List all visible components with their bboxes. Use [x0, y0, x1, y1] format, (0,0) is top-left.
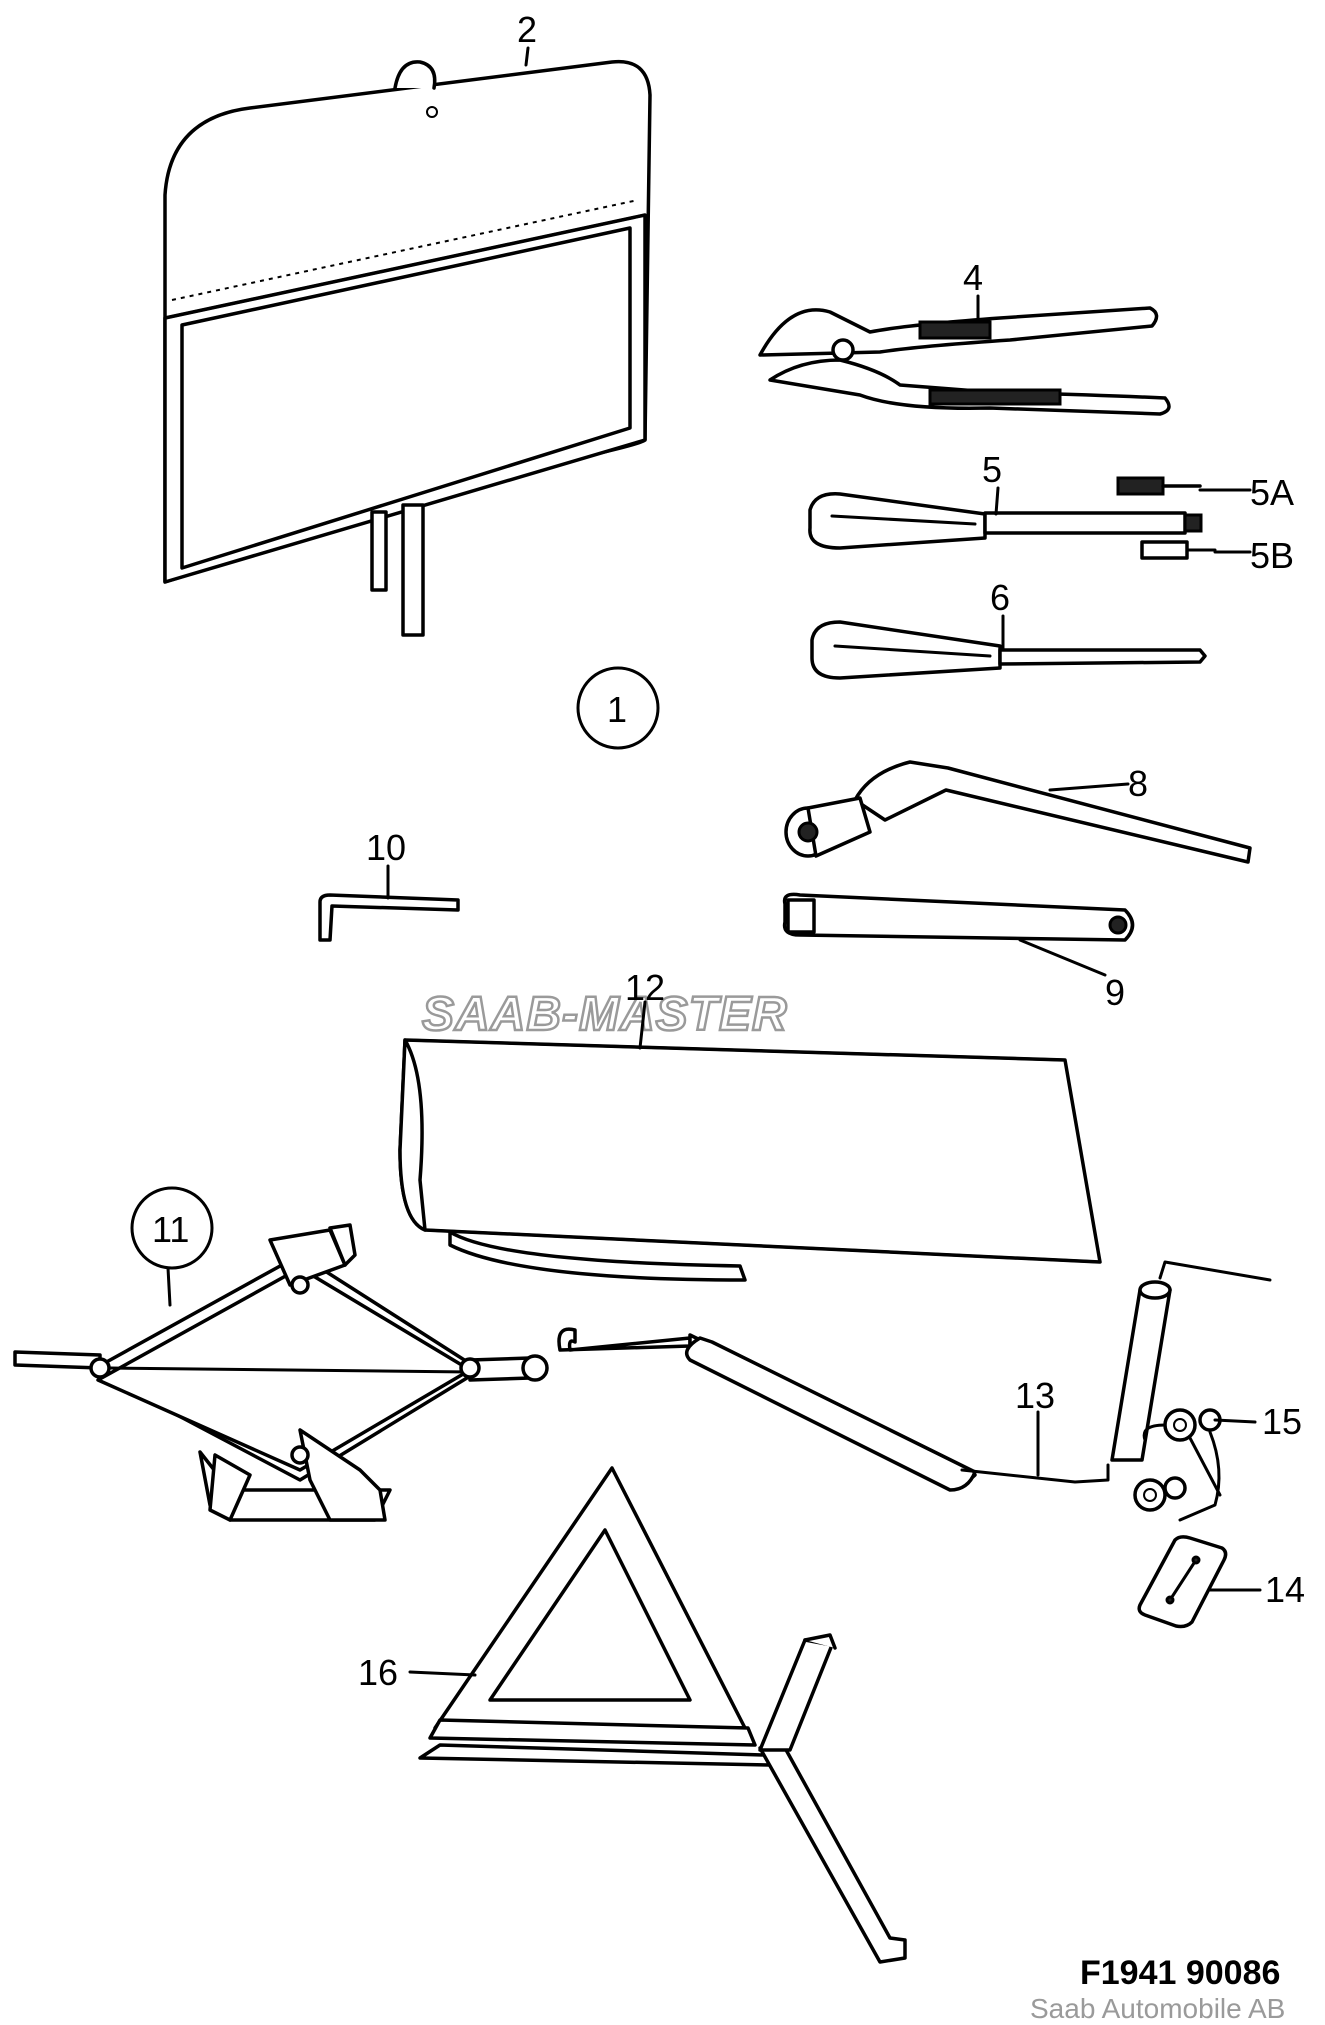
wheel-brace-9-part — [782, 892, 1135, 942]
leader-line-11 — [166, 1266, 172, 1307]
jack-handle-part — [557, 1260, 1272, 1492]
label-6: 6 — [990, 577, 1010, 618]
hex-key-part — [318, 893, 460, 942]
jack-circle — [130, 1186, 214, 1270]
label-4: 4 — [963, 257, 983, 298]
leader-line-9 — [1018, 938, 1107, 977]
leader-line-15 — [1213, 1418, 1257, 1424]
watermark: SAAB-MASTER — [422, 988, 788, 1041]
fastener-15-part — [1133, 1408, 1222, 1522]
label-14: 14 — [1265, 1569, 1305, 1610]
label-9: 9 — [1105, 972, 1125, 1013]
screwdriver-5-part — [808, 476, 1217, 560]
leader-line-5 — [994, 486, 1000, 516]
wheel-brace-8-part — [784, 760, 1252, 864]
label-11: 11 — [152, 1209, 189, 1250]
label-5a: 5A — [1250, 472, 1294, 513]
leader-line-16 — [408, 1670, 477, 1677]
label-13: 13 — [1015, 1375, 1055, 1416]
scissor-jack-part — [13, 1223, 549, 1522]
label-10: 10 — [366, 827, 406, 868]
copyright-text: Saab Automobile AB — [1030, 1993, 1285, 2024]
rubber-pad-part — [1137, 1535, 1228, 1629]
warning-triangle-part — [418, 1466, 907, 1964]
label-2: 2 — [517, 9, 537, 50]
leader-line-2 — [524, 46, 530, 67]
screwdriver-6-part — [810, 620, 1207, 680]
figure-code: F1941 90086 — [1080, 1954, 1280, 1992]
tool-bag-part — [163, 59, 652, 637]
label-12: 12 — [625, 967, 665, 1008]
label-15: 15 — [1262, 1401, 1302, 1442]
label-1: 1 — [607, 689, 627, 730]
cover-roll-part — [398, 1038, 1102, 1282]
leader-line-12 — [638, 1000, 647, 1050]
label-5b: 5B — [1250, 535, 1294, 576]
label-8: 8 — [1128, 763, 1148, 804]
label-16: 16 — [358, 1652, 398, 1693]
leader-line-8 — [1048, 782, 1130, 792]
pliers-part — [758, 306, 1171, 416]
label-5: 5 — [982, 449, 1002, 490]
kit-circle — [576, 666, 660, 750]
